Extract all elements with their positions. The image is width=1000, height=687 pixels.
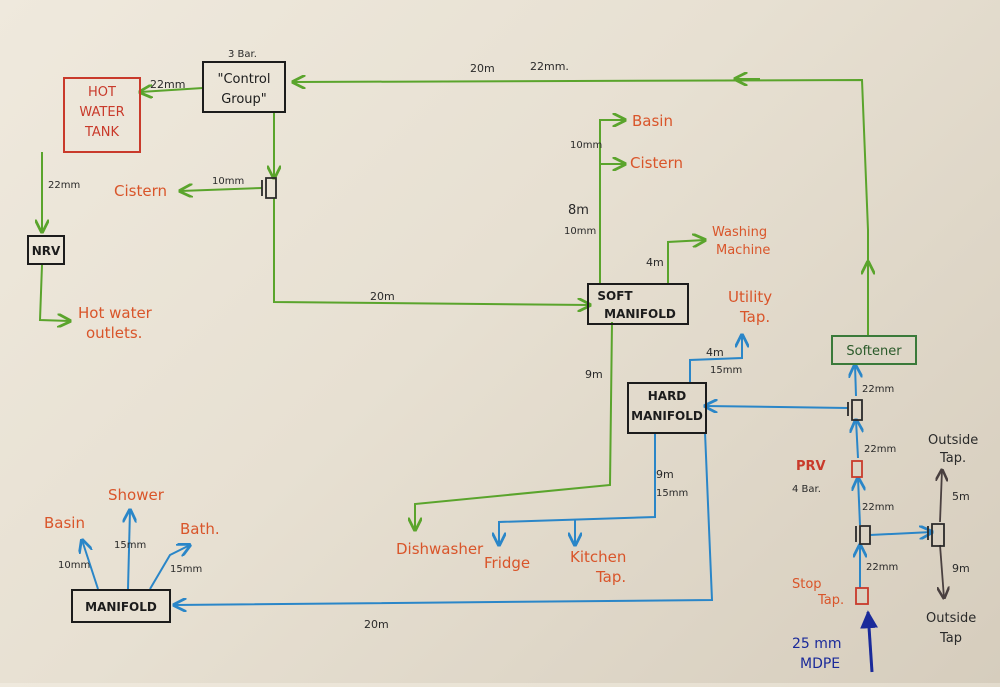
hard-manifold-line-1: HARD — [648, 389, 687, 403]
softener-label: Softener — [846, 344, 902, 359]
softener-up-size: 22mm — [862, 384, 894, 395]
soft-manifold-box: SOFT MANIFOLD — [587, 283, 689, 325]
soft-up-size: 10mm — [564, 226, 596, 237]
cistern-right: Cistern — [630, 154, 683, 172]
soft-branch-size: 10mm — [570, 140, 602, 151]
pipe-to-outside-tee — [869, 532, 932, 535]
hot-water-tank-line-3: TANK — [84, 125, 120, 140]
outside-tap-bottom-length: 9m — [952, 562, 970, 575]
soft-manifold-line-2: MANIFOLD — [604, 307, 676, 321]
pipe-soft-to-dishwasher — [415, 321, 613, 530]
basin-right: Basin — [632, 112, 673, 130]
pipe-hard-to-fridge-kitchen — [499, 432, 656, 545]
manifold-box: MANIFOLD — [71, 589, 171, 623]
kitchen-tap-line-1: Kitchen — [570, 548, 626, 566]
cistern-left-size: 10mm — [212, 176, 244, 187]
tank-down-size: 22mm — [48, 180, 80, 191]
hard-manifold-line-2: MANIFOLD — [631, 409, 703, 423]
stop-tap-valve — [855, 587, 869, 605]
prv-pressure: 4 Bar. — [792, 484, 821, 495]
pipe-tee-to-soft-manifold — [273, 198, 590, 305]
hot-outlets-line-2: outlets. — [86, 324, 142, 342]
hot-water-tank-line-2: WATER — [79, 105, 124, 120]
washing-machine-line-1: Washing — [712, 225, 767, 240]
dishwasher-label: Dishwasher — [396, 540, 484, 558]
manifold-bath-label: Bath. — [180, 520, 220, 538]
soft-manifold-line-1: SOFT — [597, 289, 633, 303]
manifold-basin-size: 10mm — [58, 560, 90, 571]
pipe-control-to-tank — [140, 88, 204, 92]
utility-tap-line-1: Utility — [728, 288, 772, 306]
pipe-manifold-to-bath — [149, 545, 190, 590]
prv-down-size: 22mm — [862, 502, 894, 513]
hard-down-size: 15mm — [656, 488, 688, 499]
manifold-bath-size: 15mm — [170, 564, 202, 575]
manifold-shower-label: Shower — [108, 486, 165, 504]
outside-tap-bottom-line-1: Outside — [926, 611, 976, 626]
pipe-hard-to-utility — [689, 335, 742, 383]
pipe-outside-up — [940, 470, 942, 523]
tank-pipe-size: 22mm — [150, 78, 185, 91]
washing-machine-line-2: Machine — [716, 243, 770, 258]
mdpe-line-1: 25 mm — [792, 636, 842, 652]
pipe-tee-to-softener — [855, 365, 856, 397]
soft-down-length: 9m — [585, 368, 603, 381]
pipe-soft-up — [599, 119, 603, 285]
prv-valve — [851, 460, 863, 478]
hard-manifold-box: HARD MANIFOLD — [627, 382, 707, 434]
nrv-box: NRV — [27, 235, 65, 265]
hard-down-length: 9m — [656, 468, 674, 481]
manifold-shower-size: 15mm — [114, 540, 146, 551]
pipe-hard-to-manifold — [174, 431, 714, 605]
pipe-manifold-to-shower — [128, 510, 130, 590]
hot-outlets-line-1: Hot water — [78, 304, 153, 322]
tee-softener — [847, 399, 863, 421]
softener-down-size: 22mm — [864, 444, 896, 455]
manifold-basin-label: Basin — [44, 514, 85, 532]
fridge-label: Fridge — [484, 554, 530, 572]
control-group-line-2: Group" — [221, 92, 267, 107]
prv-label: PRV — [796, 459, 826, 474]
stop-tap-size: 22mm — [866, 562, 898, 573]
outside-tap-top-line-2: Tap. — [939, 451, 966, 466]
outside-tap-bottom-line-2: Tap — [939, 631, 962, 646]
outside-tap-top-line-1: Outside — [928, 433, 978, 448]
soft-up-length: 8m — [568, 203, 589, 218]
pressure-3bar: 3 Bar. — [228, 49, 257, 60]
manifold-label: MANIFOLD — [85, 600, 157, 614]
utility-tap-line-2: Tap. — [739, 308, 770, 326]
stop-tap-line-2: Tap. — [817, 593, 844, 608]
pipe-softener-tee-to-hard — [705, 406, 849, 408]
pipe-soft-to-washing — [667, 240, 705, 285]
mdpe-line-2: MDPE — [800, 656, 840, 672]
hot-water-tank-box: HOT WATER TANK — [63, 77, 141, 153]
control-group-box: "Control Group" — [202, 61, 286, 113]
pipe-tee-to-cistern — [180, 188, 263, 191]
stop-tap-line-1: Stop — [792, 577, 822, 592]
pipe-nrv-to-outlets — [38, 264, 70, 321]
softener-box: Softener — [831, 335, 917, 365]
washing-length: 4m — [646, 256, 664, 269]
top-pipe-size: 22mm. — [530, 60, 569, 73]
pipe-prv-to-tee — [856, 420, 858, 459]
pipe-outside-down — [940, 544, 944, 598]
control-group-line-1: "Control — [218, 72, 271, 87]
tee-outside-tap — [927, 523, 945, 547]
tee-control-group — [261, 177, 277, 199]
utility-size: 15mm — [710, 365, 742, 376]
control-to-soft-length: 20m — [370, 290, 395, 303]
outside-tap-top-length: 5m — [952, 490, 970, 503]
nrv-label: NRV — [32, 244, 61, 258]
pipe-tee-to-prv — [858, 478, 860, 526]
tee-outside-branch — [855, 525, 871, 545]
utility-length: 4m — [706, 346, 724, 359]
pipe-mdpe-mains — [860, 610, 879, 673]
top-pipe-length: 20m — [470, 62, 495, 75]
pipe-manifold-to-basin — [82, 540, 99, 590]
manifold-length: 20m — [364, 618, 389, 631]
cistern-left: Cistern — [114, 182, 167, 200]
hot-water-tank-line-1: HOT — [88, 85, 116, 100]
kitchen-tap-line-2: Tap. — [595, 568, 626, 586]
